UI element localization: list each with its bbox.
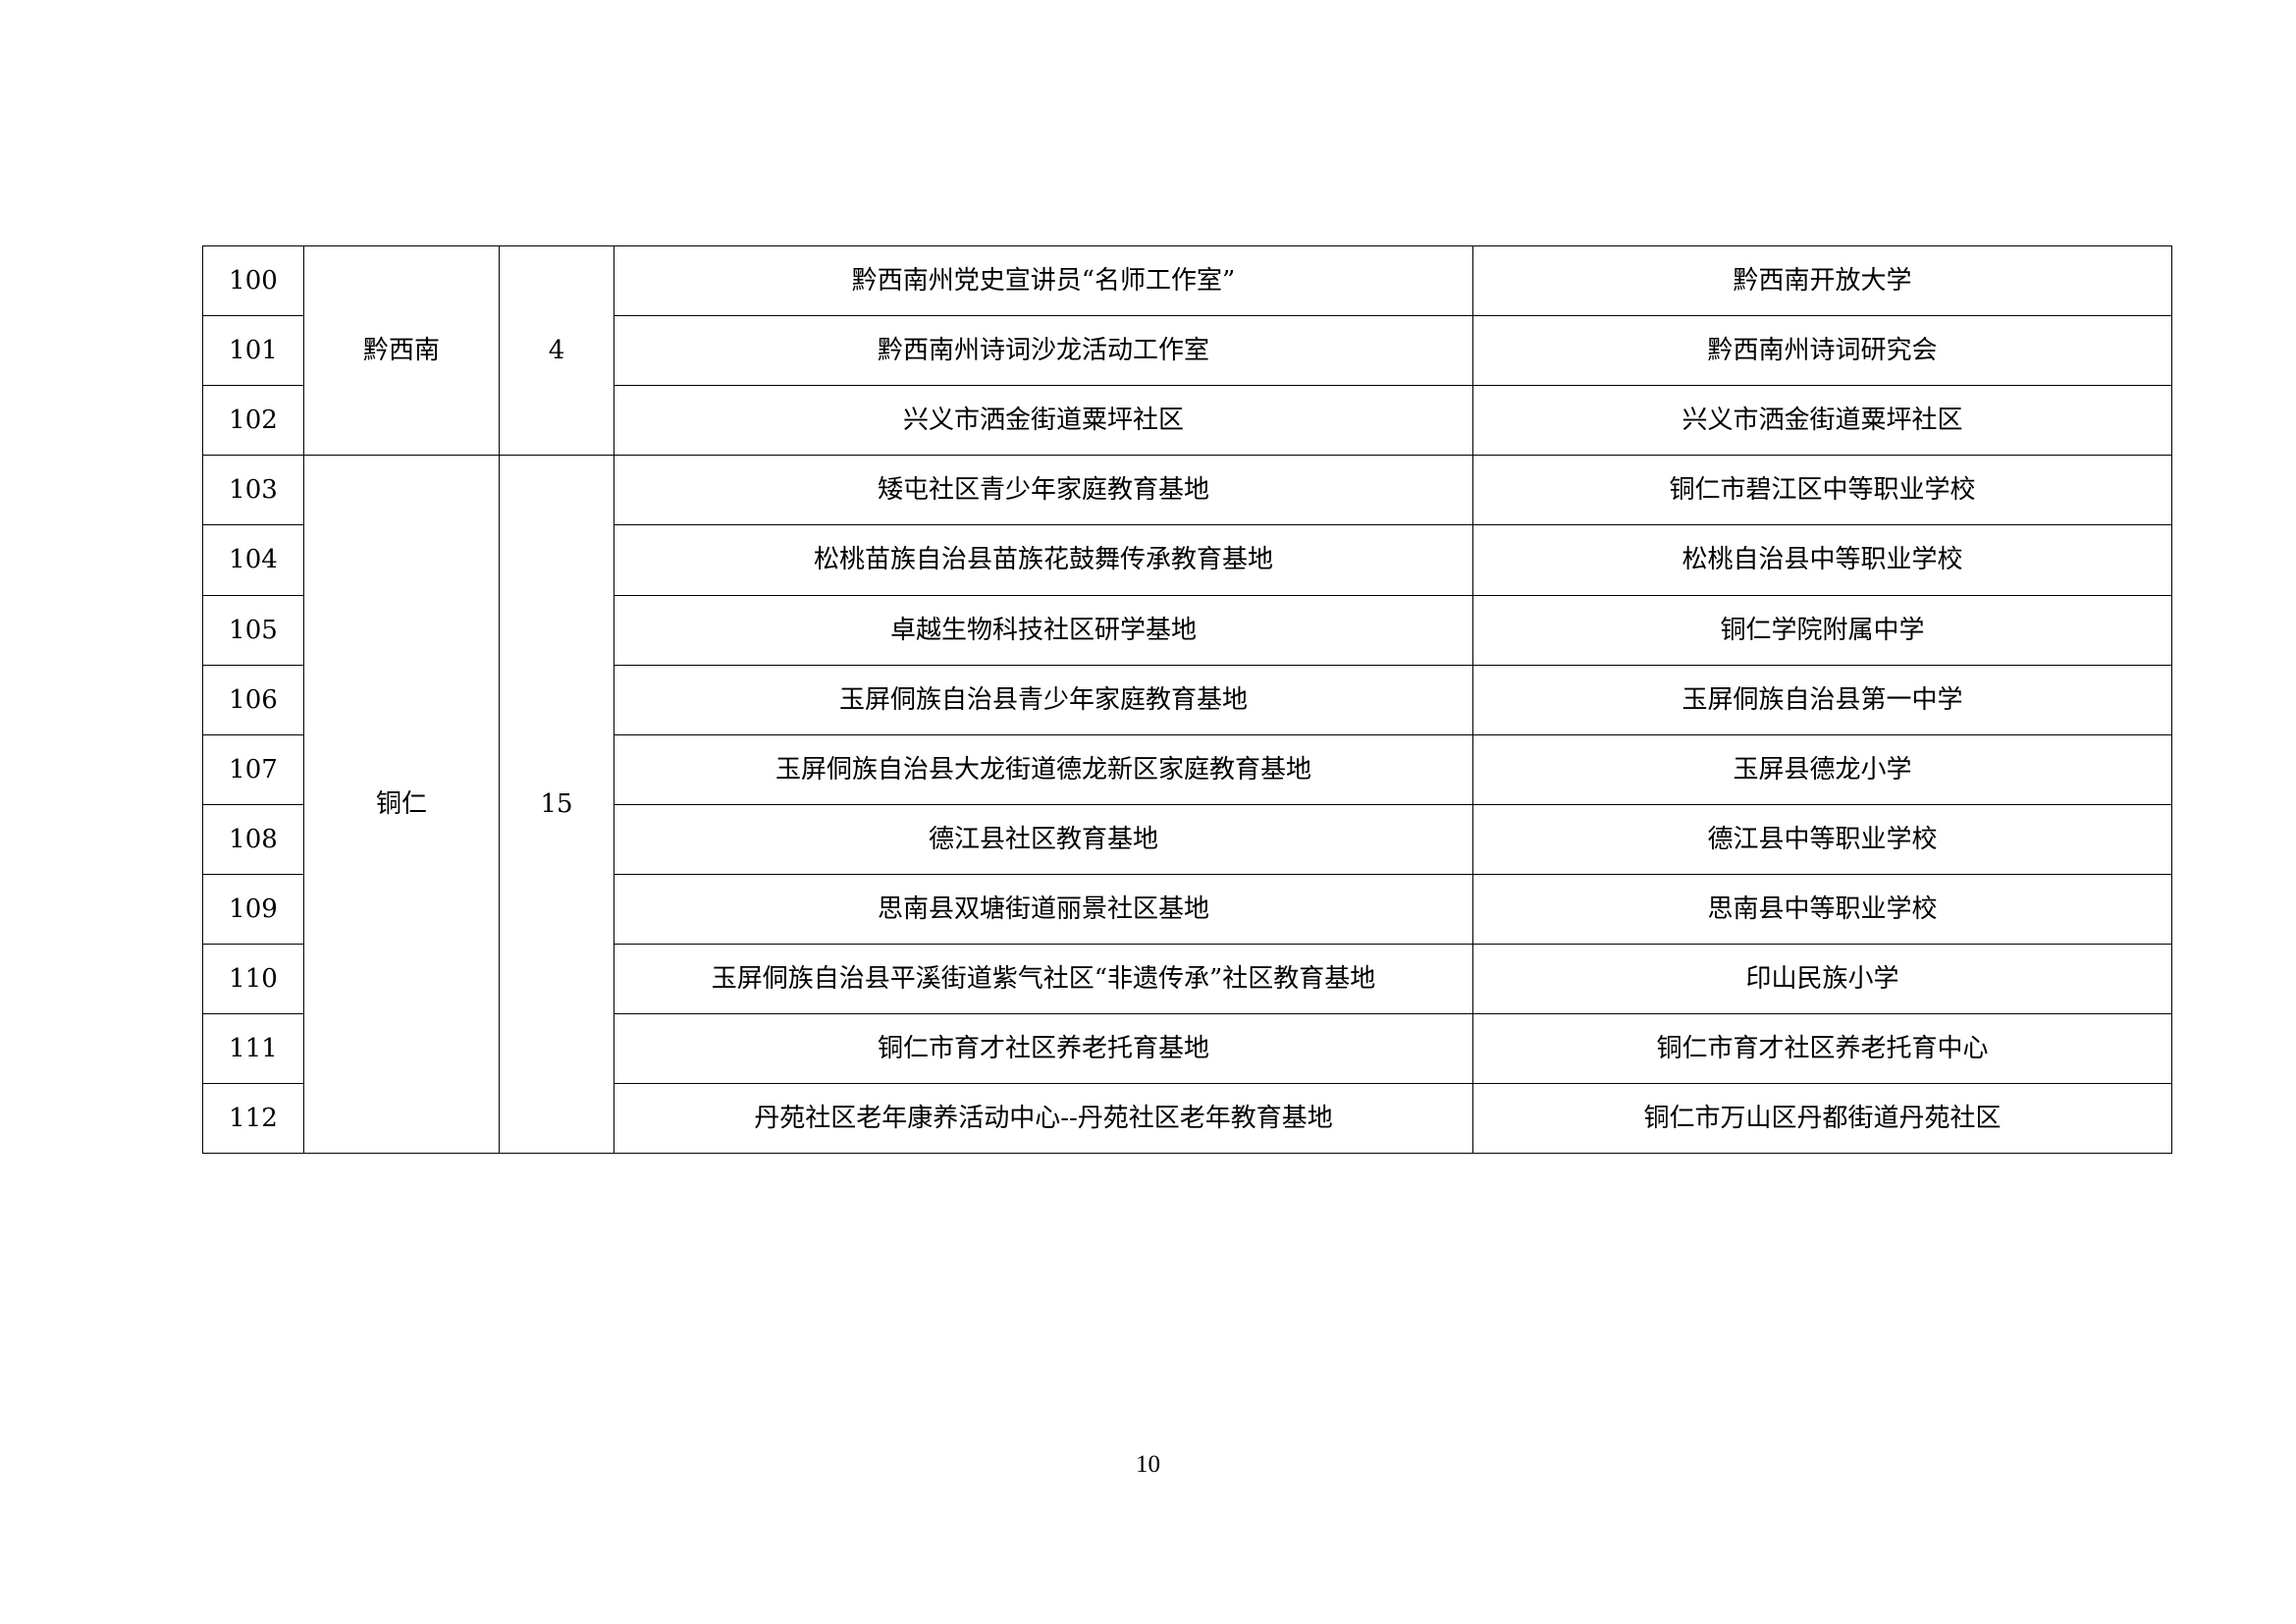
base-name-cell: 思南县双塘街道丽景社区基地 xyxy=(614,873,1473,946)
row-index-cell: 102 xyxy=(202,385,304,457)
host-unit-cell: 玉屏县德龙小学 xyxy=(1472,733,2172,805)
base-name-cell: 兴义市洒金街道粟坪社区 xyxy=(614,385,1473,457)
table-row: 107 玉屏侗族自治县大龙街道德龙新区家庭教育基地玉屏县德龙小学 xyxy=(202,733,2172,805)
table-row: 101 黔西南州诗词沙龙活动工作室黔西南州诗词研究会 xyxy=(202,315,2172,387)
table-row: 105 卓越生物科技社区研学基地铜仁学院附属中学 xyxy=(202,594,2172,666)
row-index-cell: 109 xyxy=(202,873,304,946)
base-name-cell: 矮屯社区青少年家庭教育基地 xyxy=(614,455,1473,526)
base-name-cell: 德江县社区教育基地 xyxy=(614,803,1473,875)
base-name-cell: 玉屏侗族自治县青少年家庭教育基地 xyxy=(614,664,1473,735)
row-index-cell: 111 xyxy=(202,1013,304,1085)
base-name-cell: 铜仁市育才社区养老托育基地 xyxy=(614,1013,1473,1085)
row-index-cell: 100 xyxy=(202,244,304,317)
row-index-cell: 106 xyxy=(202,664,304,735)
region-cell: 铜仁 xyxy=(303,455,500,1155)
base-name-cell: 玉屏侗族自治县平溪街道紫气社区“非遗传承”社区教育基地 xyxy=(614,944,1473,1015)
count-cell: 15 xyxy=(499,455,614,1155)
row-index-cell: 108 xyxy=(202,803,304,875)
host-unit-cell: 铜仁市碧江区中等职业学校 xyxy=(1472,455,2172,526)
base-name-cell: 卓越生物科技社区研学基地 xyxy=(614,594,1473,666)
host-unit-cell: 铜仁市万山区丹都街道丹苑社区 xyxy=(1472,1083,2172,1155)
row-index-cell: 103 xyxy=(202,455,304,526)
host-unit-cell: 黔西南州诗词研究会 xyxy=(1472,315,2172,387)
host-unit-cell: 德江县中等职业学校 xyxy=(1472,803,2172,875)
host-unit-cell: 铜仁学院附属中学 xyxy=(1472,594,2172,666)
count-cell: 4 xyxy=(499,244,614,457)
table-row: 110 玉屏侗族自治县平溪街道紫气社区“非遗传承”社区教育基地印山民族小学 xyxy=(202,944,2172,1015)
base-name-cell: 松桃苗族自治县苗族花鼓舞传承教育基地 xyxy=(614,524,1473,596)
host-unit-cell: 玉屏侗族自治县第一中学 xyxy=(1472,664,2172,735)
host-unit-cell: 印山民族小学 xyxy=(1472,944,2172,1015)
host-unit-cell: 铜仁市育才社区养老托育中心 xyxy=(1472,1013,2172,1085)
host-unit-cell: 兴义市洒金街道粟坪社区 xyxy=(1472,385,2172,457)
base-name-cell: 玉屏侗族自治县大龙街道德龙新区家庭教育基地 xyxy=(614,733,1473,805)
table-row: 104 松桃苗族自治县苗族花鼓舞传承教育基地松桃自治县中等职业学校 xyxy=(202,524,2172,596)
row-index-cell: 112 xyxy=(202,1083,304,1155)
row-index-cell: 107 xyxy=(202,733,304,805)
host-unit-cell: 松桃自治县中等职业学校 xyxy=(1472,524,2172,596)
table-row: 108 德江县社区教育基地德江县中等职业学校 xyxy=(202,803,2172,875)
base-name-cell: 黔西南州党史宣讲员“名师工作室” xyxy=(614,244,1473,317)
region-cell: 黔西南 xyxy=(303,244,500,457)
base-name-cell: 黔西南州诗词沙龙活动工作室 xyxy=(614,315,1473,387)
row-index-cell: 110 xyxy=(202,944,304,1015)
host-unit-cell: 思南县中等职业学校 xyxy=(1472,873,2172,946)
row-index-cell: 104 xyxy=(202,524,304,596)
row-index-cell: 101 xyxy=(202,315,304,387)
table-row: 112 丹苑社区老年康养活动中心--丹苑社区老年教育基地铜仁市万山区丹都街道丹苑社… xyxy=(202,1083,2172,1155)
table-row: 106 玉屏侗族自治县青少年家庭教育基地玉屏侗族自治县第一中学 xyxy=(202,664,2172,735)
base-name-cell: 丹苑社区老年康养活动中心--丹苑社区老年教育基地 xyxy=(614,1083,1473,1155)
host-unit-cell: 黔西南开放大学 xyxy=(1472,244,2172,317)
page-number: 10 xyxy=(1136,1451,1160,1478)
table-row: 109 思南县双塘街道丽景社区基地思南县中等职业学校 xyxy=(202,873,2172,946)
row-index-cell: 105 xyxy=(202,594,304,666)
